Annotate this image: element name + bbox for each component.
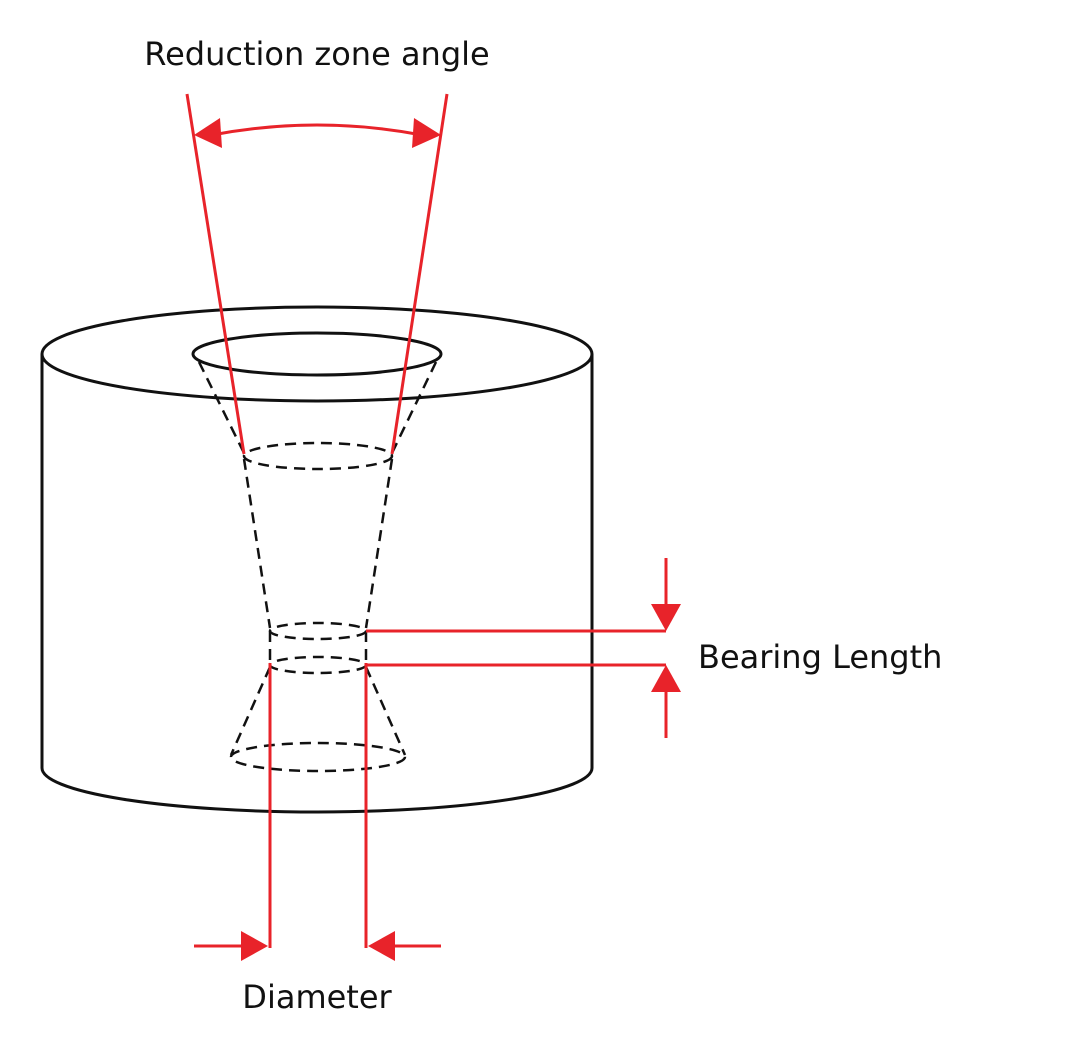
diameter-label: Diameter	[242, 978, 392, 1016]
die-body	[40, 305, 594, 814]
bearing-length-annotation	[366, 558, 681, 738]
bearing-bottom-ring	[268, 655, 368, 675]
exit-ring	[229, 741, 407, 773]
die-internal-profile	[197, 361, 438, 773]
exit-cone-left-edge	[229, 666, 272, 756]
angle-arrowhead-left	[194, 118, 222, 148]
bearing-upper-arrowhead	[651, 604, 681, 631]
angle-left-extension-line	[185, 93, 246, 455]
reduction-cone-right-edge	[364, 458, 394, 629]
die-top-face	[40, 305, 594, 403]
bearing-top-ring	[268, 621, 368, 641]
die-body-sides	[40, 354, 594, 814]
bearing-length-label: Bearing Length	[698, 638, 942, 676]
bearing-lower-arrowhead	[651, 665, 681, 692]
exit-cone-right-edge	[364, 666, 407, 756]
diameter-right-arrowhead	[368, 931, 395, 961]
angle-arrowhead-right	[412, 118, 441, 148]
die-entry-opening	[191, 331, 443, 377]
reduction-zone-angle-label: Reduction zone angle	[144, 35, 489, 73]
reduction-zone-top-ring	[242, 441, 394, 471]
reduction-angle-annotation	[185, 93, 449, 455]
angle-arc	[211, 123, 423, 137]
diameter-left-arrowhead	[241, 931, 268, 961]
reduction-cone-left-edge	[242, 458, 272, 629]
diameter-annotation	[194, 663, 441, 961]
angle-right-extension-line	[390, 93, 449, 455]
